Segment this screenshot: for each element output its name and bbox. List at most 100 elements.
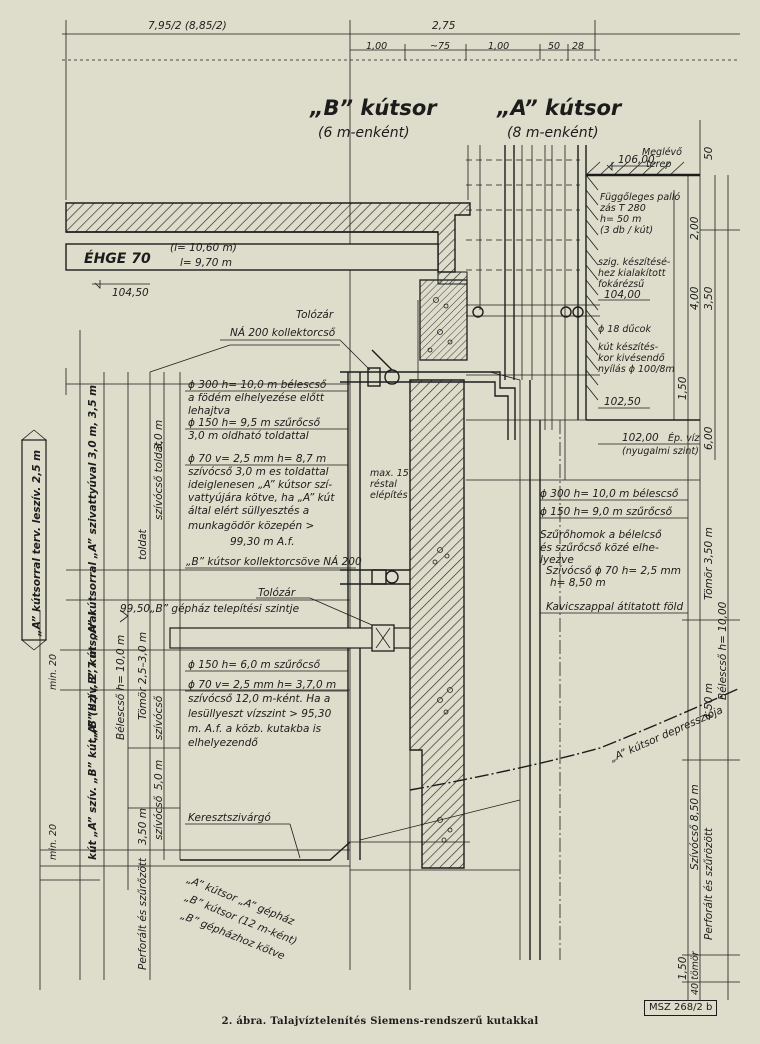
a-suction-1: Szívócső ϕ 70 h= 2,5 mm (546, 565, 681, 577)
b-collector-label: „B” kútsor kollektorcsöve NÁ 200 (186, 555, 362, 568)
vlabel-szivocso-a: Szívócső 8,50 m (689, 784, 701, 870)
terrain-label-2: terep (646, 159, 671, 170)
gravel-fill-label: Kavicszappal átitatott föld (546, 601, 683, 613)
dim-s1: 1,00 (366, 41, 387, 52)
top-dimensions: 7,95/2 (8,85/2) 2,75 1,00 ~75 1,00 50 28 (62, 20, 740, 970)
gw-label-1: Ép. víz (668, 432, 700, 444)
b-casing-2: a födém elhelyezése előtt (188, 392, 325, 404)
vlabel-a-350: 3,50 (703, 286, 715, 310)
gw-label-2: (nyugalmi szint) (622, 446, 699, 457)
a-row-well (466, 145, 700, 960)
vlabel-tomor-a: Tömör 3,50 m (703, 527, 715, 600)
formwork-3: fokárézsű (598, 279, 644, 290)
b-suction-7: 99,30 m A.f. (230, 536, 295, 548)
vlabel-a-40: 40 tömör (690, 950, 701, 995)
dowel-label: ϕ 18 dűcok (598, 324, 651, 335)
b-suction-3: ideiglenesen „A” kútsor szí- (188, 479, 332, 491)
b-casing-1: ϕ 300 h= 10,0 m bélescső (188, 379, 327, 391)
document-id: MSZ 268/2 b (644, 1000, 718, 1016)
a-row-subtitle: (8 m-enként) (507, 125, 599, 141)
ehge-length-2: l= 9,70 m (180, 257, 232, 269)
b-filter-1: ϕ 150 h= 9,5 m szűrőcső (188, 417, 321, 429)
vlabel-a-150b: 1,50 (677, 956, 689, 980)
valve-mid-icon (385, 570, 399, 584)
dim-left: 7,95/2 (8,85/2) (148, 20, 227, 32)
vlabel-tomor-b: Tömör 2,5–3,0 m (137, 632, 149, 720)
max15-1: max. 15 (370, 468, 409, 479)
b2-suction-3: lesüllyeszt vízszint > 95,30 (188, 708, 332, 720)
cross-channel-label: Keresztszivárgó (188, 812, 271, 824)
ehge-length-1: (l= 10,60 m) (170, 242, 237, 254)
formwork-1: szig. készítésé- (598, 257, 671, 268)
vertical-labels-left: „A” kútsorral terv. leszív. 2,5 m „A” kú… (20, 385, 165, 970)
vlabel-szivocso-toldat: szívócső toldat (153, 441, 165, 520)
level-10250: 102,50 (604, 396, 641, 408)
max15-3: elépítés (370, 490, 408, 501)
ehge-label: ÉHGE 70 (84, 250, 151, 267)
collector-label: NÁ 200 kollektorcső (230, 326, 336, 339)
b-row-title: „B” kútsor (309, 96, 438, 120)
a-row-title: „A” kútsor (496, 96, 623, 120)
vlabel-a-50: 50 (703, 146, 715, 160)
sheet-pile-3: h= 50 m (600, 214, 641, 225)
a-casing-label: ϕ 300 h= 10,0 m bélescső (540, 488, 679, 500)
b-suction-6: munkagödör közepén > (188, 520, 314, 532)
vlabel-b50: 5,0 m (153, 760, 165, 790)
b-row-well (39, 300, 521, 990)
excavation-profile: Meglévő terep 106,00 Függőleges palló zá… (585, 120, 740, 1000)
b2-suction-1: ϕ 70 v= 2,5 mm h= 3,7,0 m (188, 679, 336, 691)
a-sand-1: Szűrőhomok a bélelcső (540, 529, 662, 541)
level-9950: 99,50 (120, 603, 150, 615)
vlabel-2: „A” (II.) „B” kútsorral (87, 611, 99, 741)
vlabel-toldat-30: 3,0 m (153, 420, 165, 450)
vlabel-a-450: 4,50 m (703, 683, 715, 720)
b-suction-4: vattyújára kötve, ha „A” kút (188, 492, 335, 504)
a-sand-2: és szűrőcső közé elhe- (540, 542, 659, 554)
dim-s5: 28 (572, 41, 584, 52)
roof-slab: ÉHGE 70 (l= 10,60 m) l= 9,70 m 104,50 (65, 202, 471, 299)
a-sand-3: lyezve (540, 554, 574, 566)
a-filter-label: ϕ 150 h= 9,0 m szűrőcső (540, 506, 673, 518)
vlabel-perf-a: Perforált és szűrözött (703, 827, 715, 940)
vlabel-toldat: toldat (137, 528, 149, 560)
figure-caption: 2. ábra. Talajvíztelenítés Siemens-rends… (221, 1016, 539, 1027)
terrain-label-1: Meglévő (642, 147, 682, 158)
dim-s3: 1,00 (488, 41, 509, 52)
dim-s4: 50 (548, 41, 560, 52)
formwork-2: hez kialakított (598, 268, 667, 279)
tolozar-top-label: Tolózár (296, 309, 334, 321)
vlabel-3: kút „A” szív. „B” kút „B” szív. 2,7 m (87, 647, 99, 860)
b-pump-house-label: „B” gépház telepítési szintje (150, 603, 299, 615)
b2-suction-4: m. A.f. a közb. kutakba is (188, 723, 322, 735)
level-10400: 104,00 (604, 289, 641, 301)
b2-filter: ϕ 150 h= 6,0 m szűrőcső (188, 659, 321, 671)
b-suction-1: ϕ 70 v= 2,5 mm h= 8,7 m (188, 453, 326, 465)
well-hole-2: kor kivésendő (598, 353, 665, 364)
vlabel-a-150: 1,50 (677, 376, 689, 400)
vlabel-1: „A” kútsorral „A” szivattyúval 3,0 m, 3,… (87, 385, 99, 641)
sheet-pile-2: zás T 280 (599, 203, 646, 214)
vlabel-min20a: min. 20 (48, 654, 59, 690)
sheet-pile-4: (3 db / kút) (600, 225, 653, 236)
vlabel-a-600: 6,00 (703, 426, 715, 450)
vlabel-belescso-b: Bélescső h= 10,0 m (115, 635, 127, 740)
level-10450: 104,50 (112, 287, 149, 299)
dim-s2: ~75 (430, 41, 450, 52)
vlabel-szivocso-b: szívócső (153, 695, 165, 740)
level-10200: 102,00 (622, 432, 659, 444)
max15-2: réstal (370, 479, 397, 490)
vlabel-a-400: 4,00 (689, 286, 701, 310)
well-hole-1: kút készítés- (598, 342, 659, 353)
foundation-wall (409, 271, 468, 869)
b-suction-2: szívócső 3,0 m es toldattal (188, 466, 329, 478)
vlabel-perf-b: Perforált és szűrőzött (137, 857, 149, 970)
left-box-label: „A” kútsorral terv. leszív. 2,5 m (31, 450, 43, 637)
vlabel-min20b: min. 20 (48, 824, 59, 860)
vertical-labels-right: 50 2,00 4,00 1,50 3,50 6,00 Tömör 3,50 m… (677, 146, 729, 995)
level-10600: 106,00 (618, 154, 655, 166)
b2-suction-5: elhelyezendő (188, 737, 258, 749)
a-suction-2: h= 8,50 m (550, 577, 606, 589)
vlabel-b350: 3,50 m (137, 808, 149, 845)
b-filter-2: 3,0 m oldható toldattal (188, 430, 309, 442)
